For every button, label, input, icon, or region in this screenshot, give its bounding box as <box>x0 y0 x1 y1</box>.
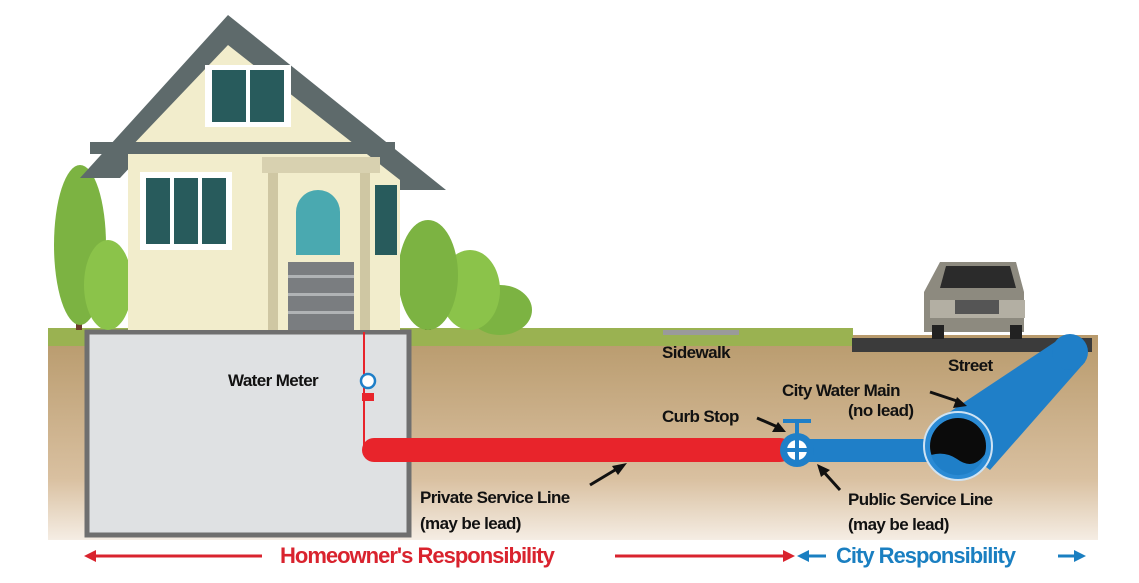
private-service-line-label: Private Service Line <box>420 488 570 507</box>
city-water-main-pipe <box>923 334 1088 481</box>
homeowner-responsibility-arrow <box>84 550 795 562</box>
city-responsibility-label: City Responsibility <box>836 543 1016 568</box>
pointer-arrows <box>589 390 967 492</box>
public-service-line-label: Public Service Line <box>848 490 993 509</box>
street-label: Street <box>948 356 993 375</box>
bush-right <box>398 220 532 335</box>
car <box>924 262 1025 339</box>
water-meter-label: Water Meter <box>228 371 319 390</box>
city-responsibility-arrow <box>797 550 1086 562</box>
homeowner-responsibility-label: Homeowner's Responsibility <box>280 543 555 568</box>
city-water-main-note: (no lead) <box>848 401 914 420</box>
street-road <box>852 338 1092 352</box>
sidewalk-label: Sidewalk <box>662 343 731 362</box>
private-service-line-pipe <box>362 438 792 462</box>
public-service-line-pipe <box>790 439 940 462</box>
city-water-main-label: City Water Main <box>782 381 900 400</box>
sidewalk-slab <box>663 330 739 335</box>
curb-stop-valve-icon <box>780 419 814 467</box>
tree-left <box>54 165 132 330</box>
public-service-line-note: (may be lead) <box>848 515 949 534</box>
water-meter-icon <box>359 372 377 390</box>
basement <box>84 329 412 538</box>
house <box>80 15 446 330</box>
meter-valve-icon <box>362 393 374 401</box>
curb-stop-label: Curb Stop <box>662 407 739 426</box>
private-service-line-note: (may be lead) <box>420 514 521 533</box>
